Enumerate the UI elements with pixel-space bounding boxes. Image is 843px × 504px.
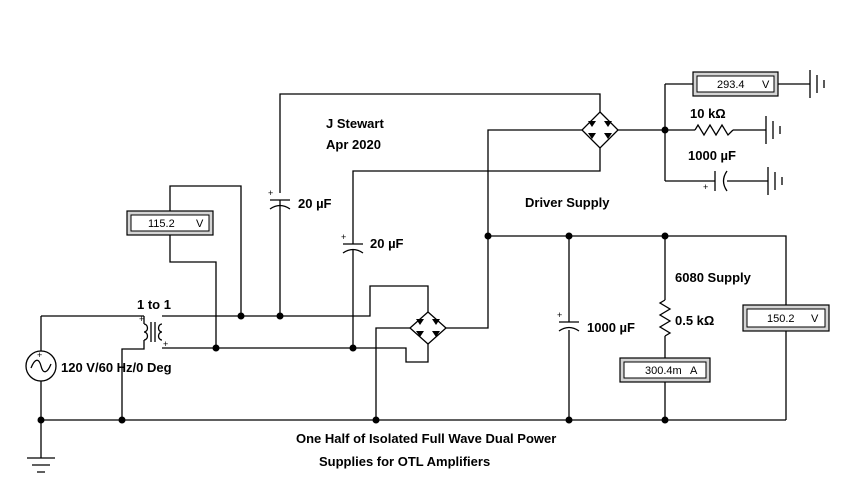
date-label: Apr 2020	[326, 137, 381, 152]
svg-text:+: +	[37, 350, 42, 360]
svg-text:+: +	[341, 232, 346, 242]
resistor-driver-icon	[694, 123, 734, 137]
caption-line-1: One Half of Isolated Full Wave Dual Powe…	[296, 431, 556, 446]
ground-icon-driver-cap	[767, 167, 783, 195]
voltmeter-supply: 150.2 V	[742, 304, 830, 332]
voltmeter-driver: 293.4 V	[692, 71, 779, 97]
transformer-icon: + +	[139, 314, 168, 349]
resistor-load-label: 0.5 kΩ	[675, 313, 714, 328]
svg-text:+: +	[268, 188, 273, 198]
resistor-driver-label: 10 kΩ	[690, 106, 726, 121]
author-label: J Stewart	[326, 116, 384, 131]
capacitor-main-label: 1000 µF	[587, 320, 635, 335]
ground-icon-driver-resistor	[765, 116, 781, 144]
bridge-rectifier-driver-icon	[581, 111, 619, 149]
transformer-ratio-label: 1 to 1	[137, 297, 171, 312]
capacitor-upper-label: 20 µF	[298, 196, 332, 211]
resistor-load-icon	[658, 299, 672, 337]
ammeter-value: 300.4m	[645, 365, 682, 377]
capacitor-main-icon: +	[557, 310, 580, 332]
svg-text:+: +	[139, 314, 144, 324]
voltmeter-supply-value: 150.2	[767, 313, 795, 325]
svg-text:+: +	[703, 182, 708, 192]
capacitor-lower-icon: +	[341, 232, 364, 254]
voltmeter-supply-unit: V	[811, 313, 819, 325]
capacitor-lower-label: 20 µF	[370, 236, 404, 251]
capacitor-driver-icon: +	[703, 170, 728, 192]
svg-text:+: +	[163, 339, 168, 349]
driver-supply-label: Driver Supply	[525, 195, 610, 210]
source-label: 120 V/60 Hz/0 Deg	[61, 360, 172, 375]
bridge-rectifier-main-icon	[409, 311, 447, 345]
voltmeter-driver-value: 293.4	[717, 79, 745, 91]
voltmeter-left: 115.2 V	[126, 210, 214, 236]
capacitor-driver-label: 1000 µF	[688, 148, 736, 163]
ac-source-icon: +	[25, 350, 57, 382]
wires	[40, 83, 810, 458]
ammeter: 300.4m A	[619, 357, 711, 383]
ammeter-unit: A	[690, 365, 698, 377]
voltmeter-left-value: 115.2	[148, 218, 175, 230]
caption-line-2: Supplies for OTL Amplifiers	[319, 454, 490, 469]
voltmeter-left-unit: V	[196, 218, 204, 230]
ground-icon	[27, 457, 55, 473]
voltmeter-driver-unit: V	[762, 79, 770, 91]
ground-icon-driver-meter	[809, 70, 825, 98]
supply-6080-label: 6080 Supply	[675, 270, 752, 285]
junction-dots	[37, 126, 669, 424]
capacitor-upper-icon: +	[268, 188, 291, 210]
svg-text:+: +	[557, 310, 562, 320]
